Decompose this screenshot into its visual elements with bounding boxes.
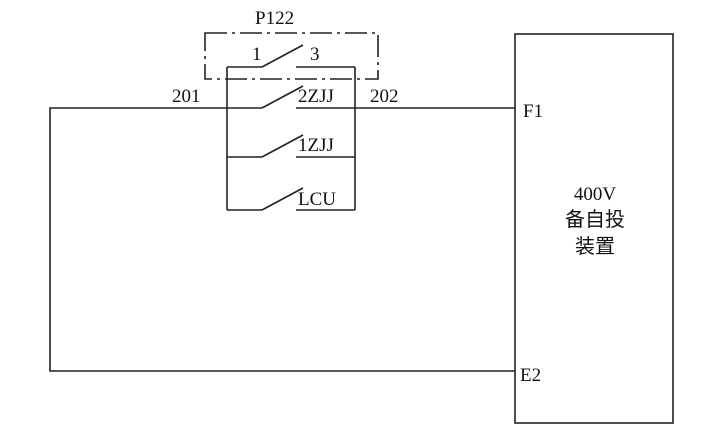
contact-label-lcu: LCU (298, 189, 336, 210)
contact-lcu: LCU (227, 187, 355, 211)
terminal-f1: F1 (523, 101, 543, 122)
device-voltage: 400V (574, 184, 617, 205)
contact-1zjj: 1ZJJ (227, 134, 355, 158)
device-name-line2: 装置 (575, 234, 615, 258)
wire-201-loop (49, 107, 515, 372)
wire-label-201: 201 (172, 86, 201, 107)
relay-terminal-1: 1 (252, 44, 262, 65)
contact-label-1zjj: 1ZJJ (298, 135, 334, 156)
relay-terminal-3: 3 (310, 44, 320, 65)
terminal-e2: E2 (520, 365, 541, 386)
device-name-line1: 备自投 (565, 207, 625, 231)
contact-label-2zjj: 2ZJJ (298, 86, 334, 107)
relay-label: P122 (255, 8, 294, 29)
relay-p122-boundary (204, 32, 379, 80)
wire-label-202: 202 (370, 86, 399, 107)
contact-2zjj: 2ZJJ (227, 85, 355, 109)
auto-transfer-device (514, 33, 674, 424)
contact-p122 (227, 44, 355, 68)
